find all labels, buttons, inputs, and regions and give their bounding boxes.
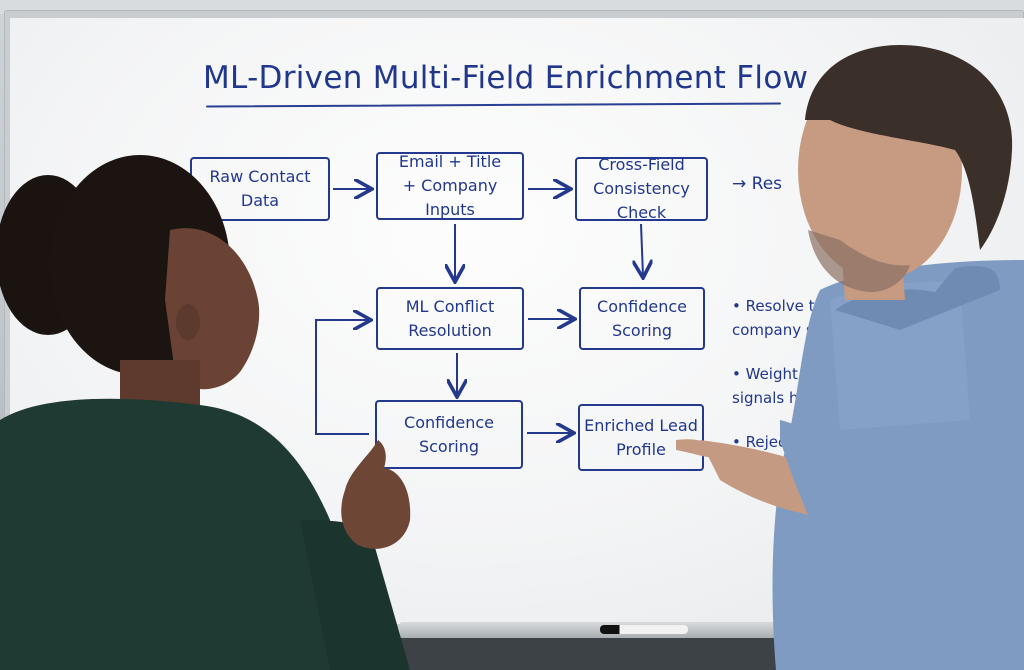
edge-text-resolved: → Res (732, 174, 783, 194)
marker (600, 625, 688, 634)
marker-tray (400, 622, 790, 638)
whiteboard-title: ML-Driven Multi-Field Enrichment Flow (203, 60, 809, 96)
box-cross-field-consistency-check: Cross-Field Consistency Check (575, 155, 708, 222)
box-confidence-scoring-upper: Confidence Scoring (579, 287, 705, 350)
box-ml-conflict-resolution: ML Conflict Resolution (376, 287, 524, 350)
box-raw-contact-data: Raw Contact Data (190, 157, 330, 221)
box-confidence-scoring-lower: Confidence Scoring (375, 400, 523, 469)
box-enriched-lead-profile: Enriched Lead Profile (578, 404, 704, 471)
box-email-title-company-inputs: Email + Title + Company Inputs (376, 152, 524, 220)
